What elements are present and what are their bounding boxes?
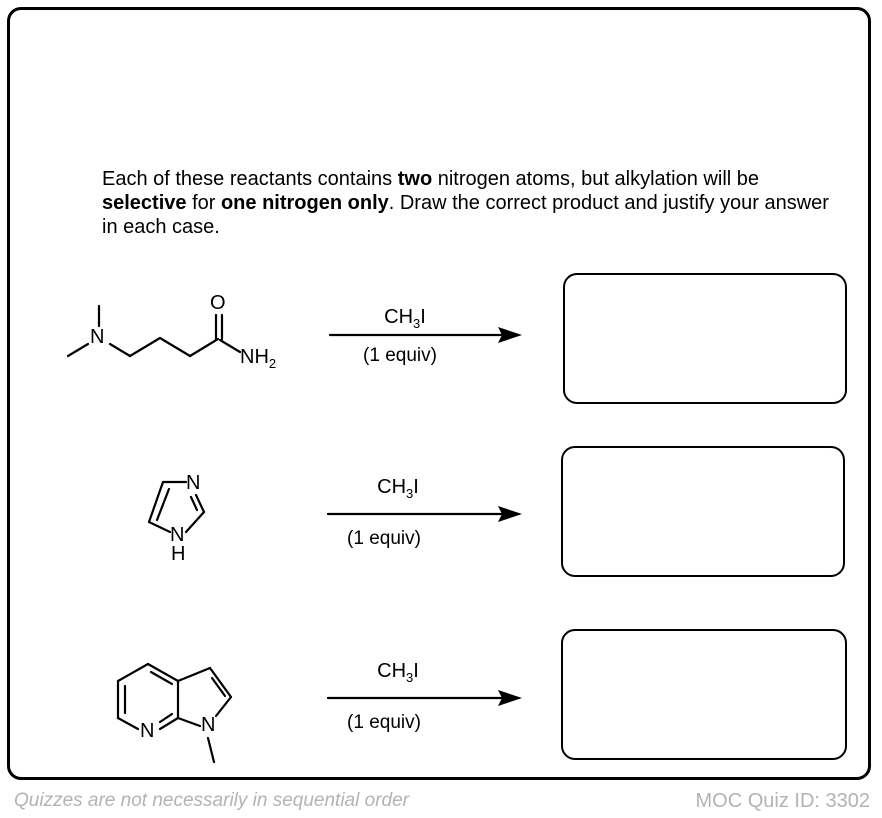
conditions-label-3: (1 equiv) xyxy=(347,712,421,733)
reagent-label-3: CH3I xyxy=(377,660,419,685)
atom-label-imidazole-n: N xyxy=(186,472,201,494)
molecule-3-methylazaindole xyxy=(116,662,233,764)
arrow-head-1 xyxy=(498,327,522,343)
atom-label-carbonyl-o: O xyxy=(210,292,226,314)
atom-label-amine-n: N xyxy=(90,326,105,348)
conditions-label-2: (1 equiv) xyxy=(347,528,421,549)
quiz-frame xyxy=(7,7,871,780)
arrow-head-3 xyxy=(498,690,522,706)
reagent-label-1: CH3I xyxy=(384,306,426,331)
atom-label-amide-n: NH2 xyxy=(240,346,277,371)
molecule-2-imidazole xyxy=(147,480,206,534)
answer-box-3[interactable] xyxy=(561,629,847,760)
atom-label-pyrrole-n: N xyxy=(201,714,216,736)
sequence-note: Quizzes are not necessarily in sequentia… xyxy=(14,790,409,811)
reagent-label-2: CH3I xyxy=(377,476,419,501)
atom-label-imidazole-nh-n: N xyxy=(170,524,185,546)
conditions-label-1: (1 equiv) xyxy=(363,345,437,366)
quiz-id: MOC Quiz ID: 3302 xyxy=(695,790,870,812)
answer-box-1[interactable] xyxy=(563,273,847,404)
atom-label-pyridine-n: N xyxy=(140,720,155,742)
question-prompt: Each of these reactants contains two nit… xyxy=(102,168,829,238)
atom-label-imidazole-h: H xyxy=(171,543,186,565)
answer-box-2[interactable] xyxy=(561,446,845,577)
molecule-1-dimethylaminobutanamide xyxy=(66,304,242,358)
arrow-head-2 xyxy=(498,506,522,522)
